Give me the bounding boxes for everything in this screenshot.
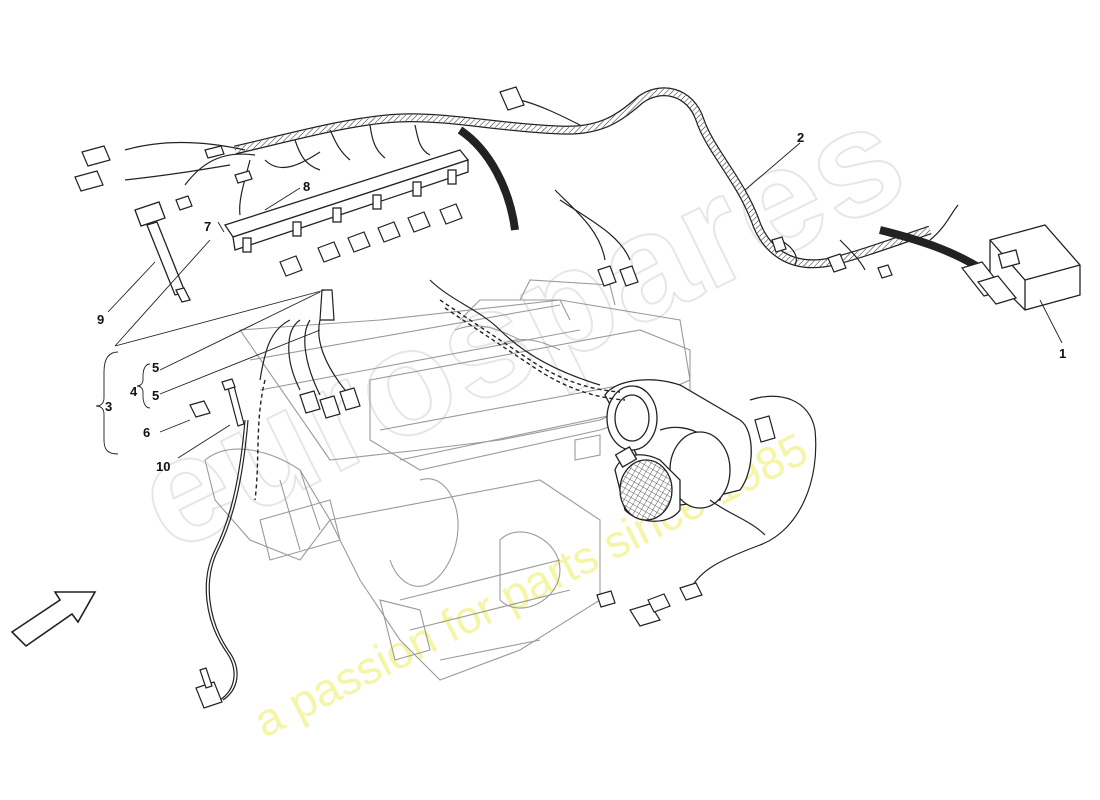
callout-7: 7	[204, 219, 212, 234]
rail-ports	[242, 169, 457, 253]
sensors-lower	[299, 265, 703, 627]
callout-10: 10	[156, 459, 171, 474]
small-parts	[189, 378, 245, 427]
ecu-connectors	[754, 236, 1018, 443]
callout-9: 9	[97, 312, 105, 327]
callout-6: 6	[143, 425, 151, 440]
dashed-wires	[254, 299, 626, 501]
engine-block	[204, 279, 691, 681]
throttle-body	[604, 379, 752, 509]
injectors	[279, 203, 463, 321]
callout-5-lower: 5	[152, 388, 160, 403]
callout-8: 8	[303, 179, 311, 194]
branch-wires	[124, 99, 959, 591]
fuel-rail	[223, 149, 470, 253]
callout-4: 4	[130, 384, 138, 399]
main-harness	[234, 87, 983, 272]
callout-2: 2	[797, 130, 805, 145]
direction-arrow	[10, 591, 97, 648]
ecu	[989, 224, 1081, 311]
airflow-meter	[614, 446, 681, 522]
connectors-left	[74, 86, 525, 211]
lambda-lead	[205, 419, 249, 701]
lambda-sensor	[195, 667, 223, 709]
leader-lines	[95, 142, 1063, 459]
ignition-coil	[134, 201, 191, 303]
callout-5-upper: 5	[152, 360, 160, 375]
callout-3: 3	[105, 399, 113, 414]
callout-1: 1	[1059, 346, 1067, 361]
